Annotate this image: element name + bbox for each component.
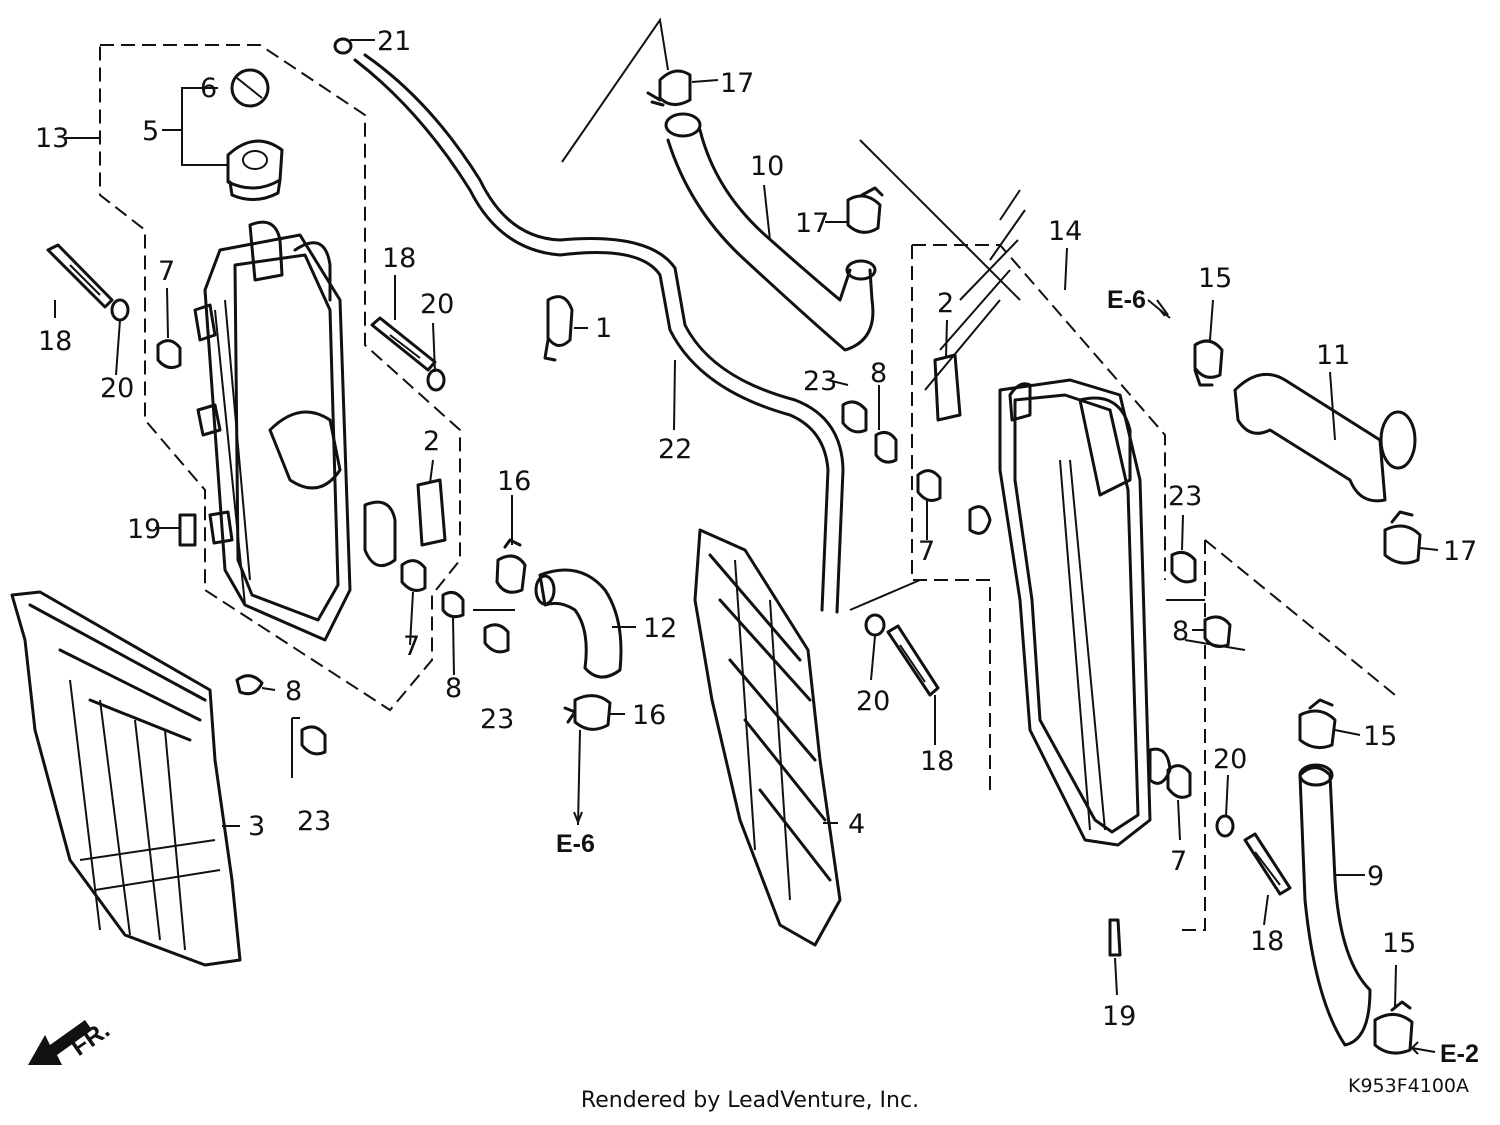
- callout: 19: [127, 514, 161, 545]
- callout: 8: [1172, 616, 1189, 647]
- callout: 17: [795, 208, 829, 239]
- callout: 3: [248, 811, 265, 842]
- callout: 7: [403, 631, 420, 662]
- callout: 18: [1250, 926, 1284, 957]
- callout: 7: [1170, 846, 1187, 877]
- upper-hose: [646, 69, 884, 352]
- left-radiator: [193, 220, 397, 642]
- callout: 15: [1198, 263, 1232, 294]
- callout: 6: [200, 73, 217, 104]
- callout: 13: [35, 123, 69, 154]
- callout: 5: [142, 116, 159, 147]
- left-hose: [495, 538, 623, 731]
- callout: 23: [297, 806, 331, 837]
- right-radiator: [968, 378, 1172, 847]
- left-shroud: [10, 590, 242, 967]
- callout: 7: [158, 256, 175, 287]
- radiator-cap: [226, 68, 284, 201]
- callout: 20: [420, 289, 454, 320]
- callout: 2: [937, 288, 954, 319]
- callout: 19: [1102, 1001, 1136, 1032]
- direction-label: FR.: [66, 1016, 115, 1062]
- callout: 18: [382, 243, 416, 274]
- callout: 9: [1367, 861, 1384, 892]
- credit-text: Rendered by LeadVenture, Inc.: [580, 1088, 920, 1113]
- hardware: [46, 243, 1292, 957]
- callout: 23: [1168, 481, 1202, 512]
- callout: 23: [803, 366, 837, 397]
- callout: 7: [918, 536, 935, 567]
- callout: 16: [632, 700, 666, 731]
- callout: 18: [920, 746, 954, 777]
- overflow-hose: [333, 37, 845, 614]
- callout: 20: [856, 686, 890, 717]
- callout: 17: [720, 68, 754, 99]
- callout: 8: [870, 358, 887, 389]
- callout: 4: [848, 809, 865, 840]
- front-direction-arrow-icon: FR.: [28, 1016, 115, 1065]
- callout: 1: [595, 313, 612, 344]
- callout: 23: [480, 704, 514, 735]
- right-upper-hose: [1193, 339, 1422, 565]
- middle-shroud: [693, 528, 842, 947]
- leader-lines: [54, 17, 1439, 1055]
- callout: 14: [1048, 216, 1082, 247]
- diagram-code: K953F4100A: [1348, 1075, 1469, 1097]
- callout: 15: [1382, 928, 1416, 959]
- ref-label: E-2: [1440, 1040, 1479, 1068]
- callout-numbers: 21 17 6 5 13 10 17 14 15 18 18 20 7 1 2 …: [35, 26, 1477, 1032]
- callout: 11: [1316, 340, 1350, 371]
- callout: 22: [658, 434, 692, 465]
- callout: 15: [1363, 721, 1397, 752]
- right-lower-hose: [1298, 698, 1414, 1055]
- callout: 8: [445, 673, 462, 704]
- clamp: [543, 295, 574, 362]
- callout: 8: [285, 676, 302, 707]
- callout: 2: [423, 426, 440, 457]
- ref-label: E-6: [556, 830, 595, 858]
- ref-label: E-6: [1107, 286, 1146, 314]
- callout: 18: [38, 326, 72, 357]
- callout: 17: [1443, 536, 1477, 567]
- callout: 10: [750, 151, 784, 182]
- callout: 16: [497, 466, 531, 497]
- callout: 12: [643, 613, 677, 644]
- callout: 21: [377, 26, 411, 57]
- callout: 20: [100, 373, 134, 404]
- callout: 20: [1213, 744, 1247, 775]
